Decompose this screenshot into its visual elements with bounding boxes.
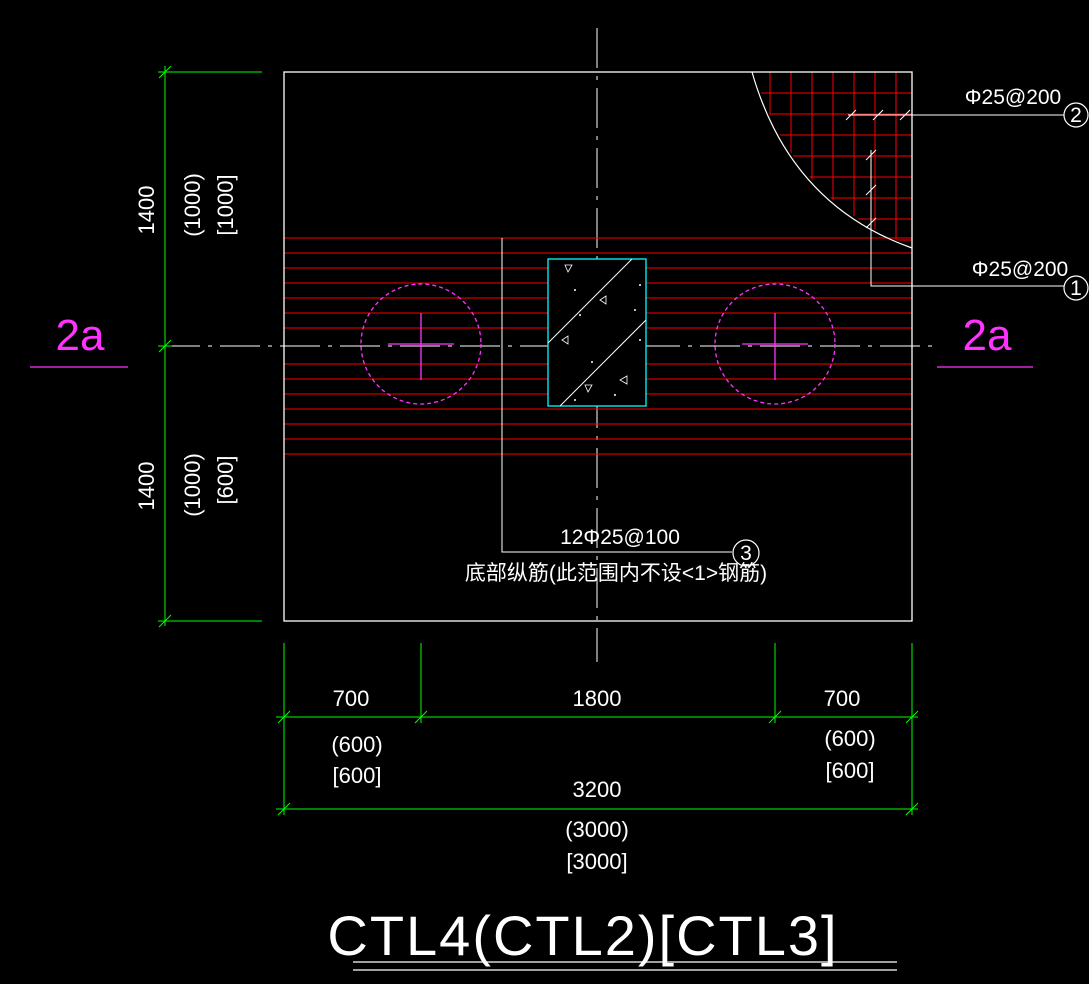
rebar-label-1-id: 1 <box>1070 277 1082 300</box>
rebar-label-3-note: 底部纵筋(此范围内不设<1>钢筋) <box>465 562 767 585</box>
dim-total-alt2: [3000] <box>566 849 627 874</box>
dim-total-alt1: (3000) <box>565 817 629 842</box>
section-mark-left: 2a <box>30 311 128 368</box>
column <box>547 258 647 407</box>
drawing-title-text: CTL4(CTL2)[CTL3] <box>327 904 838 967</box>
drawing-title: CTL4(CTL2)[CTL3] <box>327 904 897 971</box>
break-arc <box>751 71 913 249</box>
dim-h-right-alt1: (600) <box>824 726 875 751</box>
top-rebar-grid <box>755 72 912 246</box>
dim-v-bottom-value: 1400 <box>134 462 159 511</box>
rebar-label-1: Φ25@200 1 <box>865 149 1089 301</box>
dim-v-bottom-alt2: [600] <box>213 456 238 505</box>
dim-v-top-alt2: [1000] <box>213 174 238 235</box>
pile-left <box>360 283 482 405</box>
pile-cap-outline <box>283 71 913 622</box>
rebar-label-2-id: 2 <box>1070 104 1082 127</box>
dim-h-left-value: 700 <box>333 686 370 711</box>
dim-v-top-alt1: (1000) <box>180 173 205 237</box>
horizontal-dimension <box>276 643 919 816</box>
dim-v-bottom-alt1: (1000) <box>180 453 205 517</box>
dim-v-top-value: 1400 <box>134 186 159 235</box>
rebar-label-2-text: Φ25@200 <box>965 86 1061 109</box>
dim-h-right-alt2: [600] <box>826 758 875 783</box>
rebar-range-bracket <box>501 238 732 553</box>
dim-h-left-alt1: (600) <box>331 732 382 757</box>
rebar-label-3: 12Φ25@100 3 底部纵筋(此范围内不设<1>钢筋) <box>465 526 767 585</box>
vertical-dimension <box>158 65 262 628</box>
pile-right <box>714 283 836 405</box>
dim-h-left-alt2: [600] <box>333 763 382 788</box>
svg-text:2a: 2a <box>963 311 1012 360</box>
section-mark-right: 2a <box>937 311 1033 368</box>
rebar-label-1-text: Φ25@200 <box>972 258 1068 281</box>
rebar-label-3-id: 3 <box>740 542 752 565</box>
dim-total-value: 3200 <box>573 777 622 802</box>
rebar-label-3-text: 12Φ25@100 <box>560 526 680 549</box>
dim-h-middle-value: 1800 <box>573 686 622 711</box>
dim-h-right-value: 700 <box>824 686 861 711</box>
rebar-label-2: Φ25@200 2 <box>845 86 1089 128</box>
svg-text:2a: 2a <box>56 311 105 360</box>
